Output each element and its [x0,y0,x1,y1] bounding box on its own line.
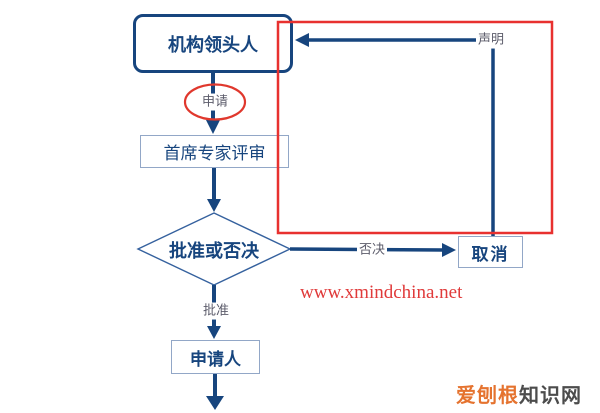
edge-label-approve: 批准 [200,302,232,320]
node-cancel-label: 取消 [471,244,510,264]
edge-label-declare: 声明 [475,31,507,49]
connector-cancel-leader [307,38,495,236]
edge-label-apply: 申请 [199,93,231,111]
arrow-down-icon [206,120,220,134]
node-applicant: 申请人 [171,340,260,374]
arrow-down-icon [206,396,224,410]
arrow-right-icon [442,243,456,257]
arrow-down-icon [207,326,221,339]
node-chief-expert-review: 首席专家评审 [140,135,289,168]
site-logo-primary: 爱刨根 [456,385,519,407]
node-institution-leader: 机构领头人 [133,14,293,73]
site-logo-secondary: 知识网 [519,385,582,407]
arrow-down-icon [207,199,221,212]
node-decision-label: 批准或否决 [169,241,259,261]
arrow-left-icon [295,33,309,47]
node-institution-leader-label: 机构领头人 [168,34,258,55]
site-logo: 爱刨根知识网 [456,379,582,408]
watermark-url: www.xmindchina.net [300,282,463,303]
edge-label-reject: 否决 [356,241,388,259]
node-applicant-label: 申请人 [190,349,241,369]
node-chief-expert-review-label: 首席专家评审 [163,144,266,163]
node-cancel: 取消 [458,236,523,268]
red-annotation-rect [276,20,554,235]
